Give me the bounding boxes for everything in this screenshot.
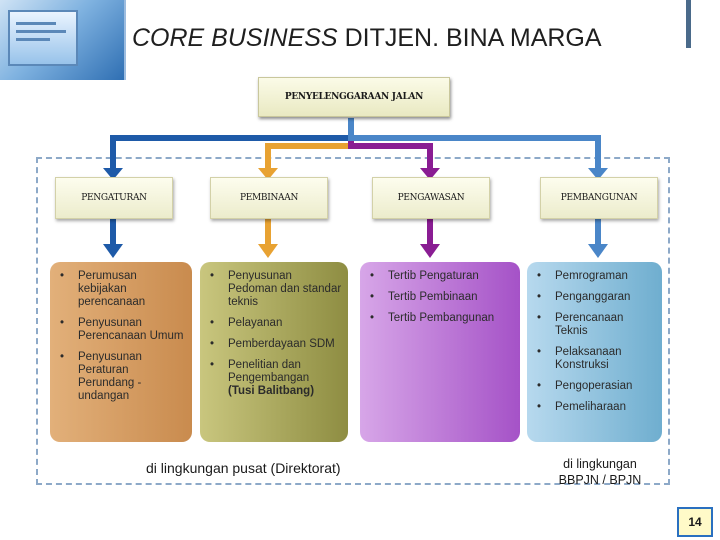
footer-balai-line1: di lingkungan [563, 457, 637, 471]
node-pengaturan: PENGATURAN [55, 177, 173, 219]
panel-pembangunan: Pemrograman Penganggaran Perencanaan Tek… [527, 262, 662, 442]
tusi-balitbang-note: (Tusi Balitbang) [228, 385, 315, 397]
down-arrowhead-pengaturan [103, 244, 123, 258]
down-arrowhead-pengawasan [420, 244, 440, 258]
down-arrowhead-pembangunan [588, 244, 608, 258]
list-item: Pelayanan [210, 317, 342, 330]
title-accent-bar [686, 0, 691, 48]
title-italic: CORE BUSINESS [132, 24, 338, 52]
list-item: Penganggaran [537, 291, 656, 304]
list-item: Penyusunan Pedoman dan standar teknis [210, 270, 342, 309]
panel-pembinaan: Penyusunan Pedoman dan standar teknis Pe… [200, 262, 348, 442]
scope-dashed-border [36, 157, 670, 485]
footer-balai-line2: BBPJN / BPJN [558, 473, 642, 487]
computer-monitor-icon [0, 0, 126, 80]
connector-pembangunan [348, 118, 601, 172]
screen-line [16, 22, 56, 25]
screen-line [16, 38, 50, 41]
node-pembinaan: PEMBINAAN [210, 177, 328, 219]
list-item: Pemberdayaan SDM [210, 338, 342, 351]
arrowhead-pembinaan [258, 168, 278, 180]
list-item: Tertib Pengaturan [370, 270, 514, 283]
list-item-text: Penelitian dan Pengembangan [228, 359, 310, 384]
list-item: Tertib Pembangunan [370, 312, 514, 325]
list-item: Pemrograman [537, 270, 656, 283]
list-item: Perencanaan Teknis [537, 312, 656, 338]
list-item: Penyusunan Perencanaan Umum [60, 317, 186, 343]
list-item: Pelaksanaan Konstruksi [537, 346, 656, 372]
list-item: Pemeliharaan [537, 401, 656, 414]
list-item: Penyusunan Peraturan Perundang - undanga… [60, 351, 186, 403]
page-number: 14 [677, 507, 713, 537]
connector-pembinaan [265, 118, 354, 172]
node-pengawasan: PENGAWASAN [372, 177, 490, 219]
down-arrowhead-pembinaan [258, 244, 278, 258]
list-item: Pengoperasian [537, 380, 656, 393]
list-item: Penelitian dan Pengembangan(Tusi Balitba… [210, 359, 342, 398]
title-normal: DITJEN. BINA MARGA [344, 24, 602, 52]
arrowhead-pengawasan [420, 168, 440, 180]
node-pembangunan: PEMBANGUNAN [540, 177, 658, 219]
panel-pengaturan: Perumusan kebijakan perencanaan Penyusun… [50, 262, 192, 442]
list-item: Tertib Pembinaan [370, 291, 514, 304]
list-item: Perumusan kebijakan perencanaan [60, 270, 186, 309]
page-title: CORE BUSINESS DITJEN. BINA MARGA [132, 20, 692, 56]
panel-pengawasan: Tertib Pengaturan Tertib Pembinaan Terti… [360, 262, 520, 442]
arrowhead-pengaturan [103, 168, 123, 180]
screen-line [16, 30, 66, 33]
footer-pusat-label: di lingkungan pusat (Direktorat) [146, 460, 341, 476]
arrowhead-pembangunan [588, 168, 608, 180]
node-penyelenggaraan-jalan: PENYELENGGARAAN JALAN [258, 77, 450, 117]
footer-balai-label: di lingkungan BBPJN / BPJN [540, 456, 660, 488]
connector-pengawasan [348, 118, 433, 172]
